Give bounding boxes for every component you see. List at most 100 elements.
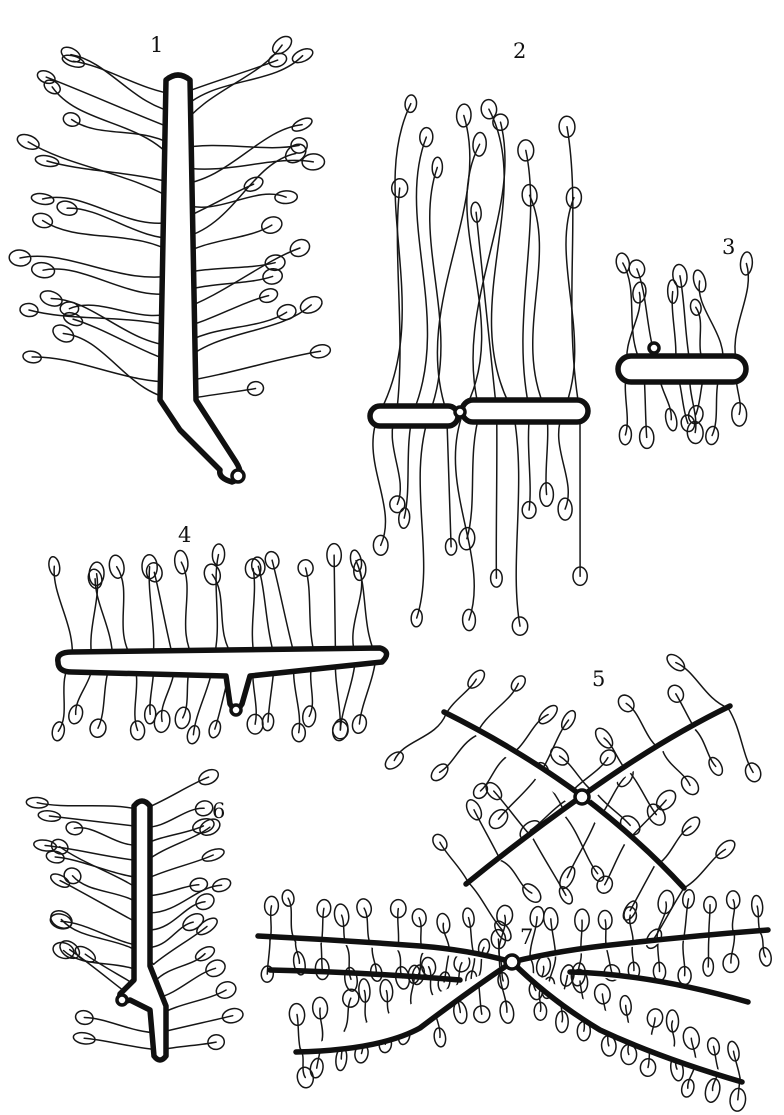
branch-g5-1: [728, 708, 753, 772]
figure-3-label: 3: [722, 235, 735, 259]
branch-g2-8: [437, 116, 470, 413]
branch-g2-0: [380, 104, 411, 412]
figure-1-spiracle: [232, 470, 244, 482]
branch-g6-27: [159, 1016, 233, 1033]
branch-g5-15: [630, 866, 654, 910]
branch-g4-22: [272, 560, 295, 657]
branch-g7-5: [321, 944, 322, 969]
branch-g5-7: [631, 773, 657, 814]
branch-g1-18: [43, 221, 180, 257]
branch-g1-9: [179, 160, 314, 169]
branch-g2-23: [559, 412, 569, 509]
branch-g2-7: [417, 412, 430, 618]
figure-4-branches: [47, 544, 376, 746]
branch-g3-14: [735, 264, 748, 369]
branch-g5-14: [474, 810, 501, 861]
branch-g4-6: [117, 567, 133, 660]
branch-g7-5: [344, 998, 350, 1030]
branch-g5-15: [501, 860, 532, 893]
branch-g7-3: [320, 1008, 323, 1039]
branch-g7-7: [607, 949, 612, 973]
branch-g5-7: [499, 779, 536, 819]
branch-g2-2: [397, 188, 400, 412]
branch-g5-16: [440, 842, 468, 882]
figure-7-center: [505, 955, 519, 969]
branch-g1-10: [47, 161, 179, 185]
branch-g1-11: [179, 125, 303, 185]
branch-g2-10: [463, 144, 481, 412]
branch-g6-5: [145, 826, 204, 844]
figure-4-spiracle: [231, 705, 241, 715]
figure-6-body: [120, 801, 166, 1060]
figure-3-body: [618, 356, 746, 382]
figure-1-body: [160, 75, 240, 482]
branch-g5-2: [476, 683, 519, 735]
figure-1-label: 1: [150, 33, 163, 57]
figure-4-label: 4: [178, 523, 191, 547]
branch-g7-13: [429, 967, 434, 996]
branch-g4-14: [214, 555, 219, 659]
branch-g2-9: [447, 412, 451, 547]
branch-g5-5: [663, 752, 690, 786]
branch-g5-16: [684, 849, 725, 888]
branch-g2-15: [496, 412, 497, 578]
figure-5-arm-a: [444, 712, 684, 888]
branch-g1-26: [29, 310, 180, 328]
branch-g6-9: [147, 855, 213, 879]
branch-g7-7: [364, 991, 366, 1023]
figure-2-label: 2: [513, 39, 526, 63]
branch-g5-3: [440, 736, 476, 773]
branch-g4-20: [258, 566, 274, 657]
branch-g7-13: [672, 1021, 675, 1049]
figure-6-spiracle: [117, 995, 127, 1005]
branch-g4-10: [154, 572, 173, 658]
branch-g5-5: [481, 758, 506, 791]
branch-g5-11: [566, 817, 598, 874]
branch-g6-17: [152, 922, 193, 947]
branch-g6-26: [84, 1018, 158, 1033]
figure-1: 1: [8, 33, 331, 482]
figure-2-branches: [373, 94, 587, 635]
branch-g5-0: [446, 679, 476, 714]
branch-g4-12: [181, 562, 193, 658]
branch-g7-9: [372, 948, 376, 973]
branch-g1-0: [73, 61, 178, 95]
branch-g1-31: [180, 305, 311, 364]
branch-g7-1: [297, 1015, 300, 1049]
branch-g2-14: [476, 212, 497, 412]
figure-2-body-left: [370, 406, 458, 426]
branch-g6-2: [49, 816, 143, 827]
figure-5-label: 5: [592, 667, 605, 691]
figure-7-arm-upper-right: [512, 930, 768, 962]
branch-g5-13: [605, 845, 625, 885]
figure-7-label: 7: [520, 925, 533, 949]
branch-g2-18: [523, 150, 531, 412]
branch-g4-30: [356, 561, 376, 656]
figure-2-spiracle: [455, 407, 465, 417]
figure-3-spiracle: [649, 343, 659, 353]
branch-g7-17: [714, 1046, 718, 1068]
figure-3-branches: [615, 252, 754, 449]
branch-g4-24: [306, 568, 316, 657]
figure-7: 7: [258, 889, 773, 1112]
branch-g4-0: [54, 566, 72, 660]
branch-g7-19: [760, 932, 765, 957]
figure-3: 3: [615, 235, 754, 449]
branch-g7-17: [471, 956, 474, 980]
branch-g7-9: [632, 946, 634, 970]
branch-g2-1: [373, 412, 386, 545]
branch-g7-17: [731, 935, 735, 963]
branch-g1-7: [178, 145, 299, 148]
branch-g1-20: [20, 256, 179, 277]
branch-g2-13: [467, 412, 480, 539]
branch-g1-5: [178, 45, 282, 131]
branch-g1-12: [28, 142, 179, 203]
figure-5-arm-b: [466, 706, 730, 884]
branch-g5-11: [567, 823, 595, 878]
figure-2: 2: [370, 39, 588, 635]
branch-g1-33: [180, 351, 321, 382]
figure-4: 4: [47, 523, 386, 745]
figure-5-center: [575, 790, 589, 804]
branch-g2-20: [530, 195, 547, 412]
